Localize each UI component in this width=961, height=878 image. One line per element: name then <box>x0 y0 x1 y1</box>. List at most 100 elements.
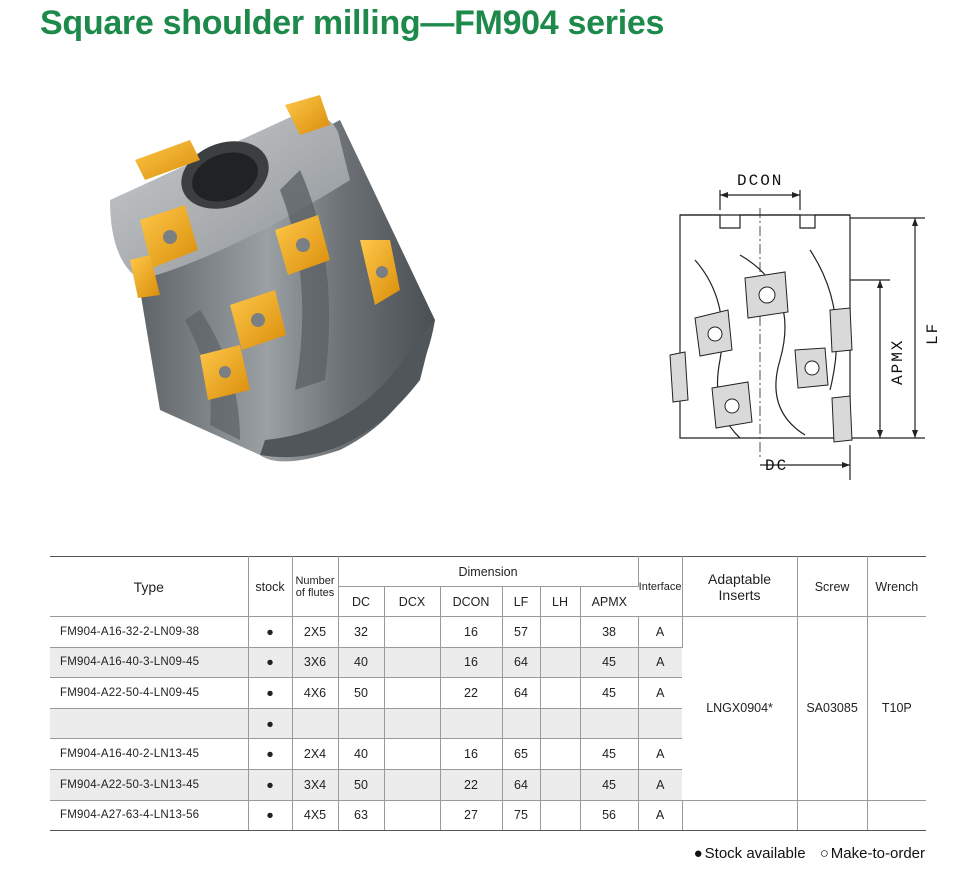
cell-apmx: 38 <box>580 616 639 648</box>
cell-lf: 64 <box>502 769 541 801</box>
cell-lh <box>540 738 581 770</box>
lf-label: LF <box>924 322 940 345</box>
header-stock: stock <box>248 556 293 617</box>
stock-available-icon: ● <box>693 845 703 862</box>
insert-6 <box>130 95 330 298</box>
cell-flutes <box>292 708 339 740</box>
cell-lf: 64 <box>502 647 541 679</box>
dcon-label: DCON <box>737 172 783 190</box>
cell-dcx <box>384 800 441 832</box>
cell-apmx: 45 <box>580 677 639 709</box>
cell-dcon: 27 <box>440 800 503 832</box>
page-title: Square shoulder milling—FM904 series <box>40 4 665 42</box>
cell-dc: 40 <box>338 647 385 679</box>
header-dcon: DCON <box>440 586 503 617</box>
cell-dcx <box>384 616 441 648</box>
cell-apmx: 45 <box>580 738 639 770</box>
header-lf: LF <box>502 586 541 617</box>
cell-interface: A <box>638 677 683 709</box>
header-type: Type <box>50 556 249 617</box>
header-dimension: Dimension <box>338 556 639 587</box>
cell-lh <box>540 800 581 832</box>
cell-dcon <box>440 708 503 740</box>
cell-dc: 50 <box>338 769 385 801</box>
table-row: ● <box>50 708 926 740</box>
cell-type: FM904-A16-40-2-LN13-45 <box>50 738 249 770</box>
cell-apmx: 45 <box>580 647 639 679</box>
cell-empty <box>682 800 798 832</box>
cell-dcx <box>384 647 441 679</box>
cell-type: FM904-A16-32-2-LN09-38 <box>50 616 249 648</box>
cell-apmx <box>580 708 639 740</box>
cell-stock: ● <box>248 616 293 648</box>
cell-dcon: 16 <box>440 738 503 770</box>
insert-4 <box>360 240 400 305</box>
cell-flutes: 4X5 <box>292 800 339 832</box>
make-to-order-label: Make-to-order <box>830 845 925 862</box>
cell-stock: ● <box>248 647 293 679</box>
cell-stock: ● <box>248 738 293 770</box>
make-to-order-icon: ○ <box>819 845 829 862</box>
stock-available-label: Stock available <box>704 845 806 862</box>
cell-lf: 65 <box>502 738 541 770</box>
cell-interface: A <box>638 647 683 679</box>
cell-dcx <box>384 708 441 740</box>
cell-lf: 75 <box>502 800 541 832</box>
cell-dc: 40 <box>338 738 385 770</box>
cell-empty <box>867 800 927 832</box>
cell-apmx: 56 <box>580 800 639 832</box>
cell-lh <box>540 677 581 709</box>
cell-interface <box>638 708 683 740</box>
insert-5 <box>200 345 250 400</box>
cell-flutes: 3X6 <box>292 647 339 679</box>
insert-3 <box>230 290 286 350</box>
cell-interface: A <box>638 738 683 770</box>
cell-dcon: 16 <box>440 647 503 679</box>
cell-empty <box>797 800 868 832</box>
milling-cutter-photo <box>110 95 435 462</box>
cell-apmx: 45 <box>580 769 639 801</box>
cell-dcon: 16 <box>440 616 503 648</box>
cell-interface: A <box>638 769 683 801</box>
header-screw: Screw <box>797 556 868 617</box>
cell-screw: SA03085 <box>797 616 868 801</box>
header-dcx: DCX <box>384 586 441 617</box>
apmx-label: APMX <box>889 339 907 385</box>
cell-type: FM904-A16-40-3-LN09-45 <box>50 647 249 679</box>
cell-stock: ● <box>248 769 293 801</box>
cell-lf <box>502 708 541 740</box>
dc-label: DC <box>765 457 788 475</box>
header-dc: DC <box>338 586 385 617</box>
insert-2 <box>275 215 330 275</box>
cell-stock: ● <box>248 708 293 740</box>
cell-dcx <box>384 738 441 770</box>
cell-lh <box>540 647 581 679</box>
cell-type: FM904-A27-63-4-LN13-56 <box>50 800 249 832</box>
cell-lh <box>540 616 581 648</box>
cell-lh <box>540 769 581 801</box>
cell-dc: 63 <box>338 800 385 832</box>
cell-dcon: 22 <box>440 677 503 709</box>
cutter-dimension-drawing: DCON LF APMX DC <box>669 172 940 480</box>
cell-dc: 32 <box>338 616 385 648</box>
cell-flutes: 2X5 <box>292 616 339 648</box>
cell-dcon: 22 <box>440 769 503 801</box>
cell-stock: ● <box>248 800 293 832</box>
cell-type: FM904-A22-50-4-LN09-45 <box>50 677 249 709</box>
cell-lf: 64 <box>502 677 541 709</box>
header-interface: Interface <box>638 556 683 617</box>
header-apmx: APMX <box>580 586 639 617</box>
cell-interface: A <box>638 616 683 648</box>
header-lh: LH <box>540 586 581 617</box>
stock-legend: ●Stock available ○Make-to-order <box>690 845 925 862</box>
header-wrench: Wrench <box>867 556 927 617</box>
cell-flutes: 2X4 <box>292 738 339 770</box>
cell-dcx <box>384 769 441 801</box>
